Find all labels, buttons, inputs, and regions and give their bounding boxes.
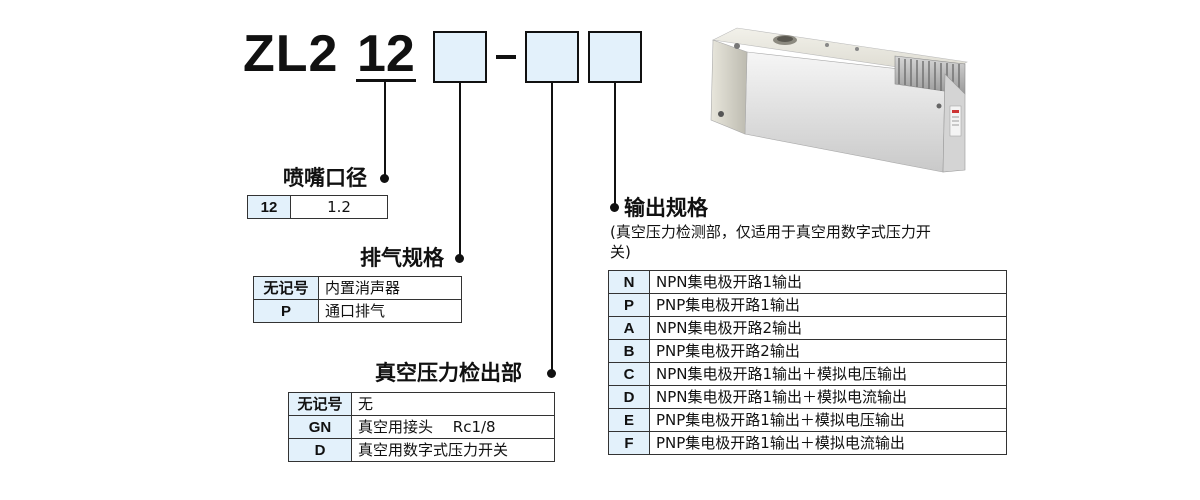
table-row: D NPN集电极开路1输出＋模拟电流输出 (608, 385, 1007, 409)
table-row: P PNP集电极开路1输出 (608, 293, 1007, 317)
option-value: NPN集电极开路1输出＋模拟电压输出 (649, 362, 1007, 386)
product-photo (707, 22, 972, 182)
output-leader (614, 83, 616, 207)
option-code: 无记号 (253, 276, 319, 300)
option-value: PNP集电极开路1输出＋模拟电流输出 (649, 431, 1007, 455)
table-row: E PNP集电极开路1输出＋模拟电压输出 (608, 408, 1007, 432)
option-code: C (608, 362, 650, 386)
table-row: 无记号 无 (288, 392, 555, 416)
nozzle-title: 喷嘴口径 (283, 166, 367, 190)
vacuum-table: 无记号 无 GN 真空用接头 Rc1/8 D 真空用数字式压力开关 (288, 392, 555, 462)
output-note: (真空压力检测部，仅适用于真空用数字式压力开 关) (610, 222, 931, 262)
option-code: D (608, 385, 650, 409)
model-size-code: 12 (357, 25, 415, 83)
model-prefix: ZL2 (243, 25, 339, 83)
output-title: 输出规格 (624, 196, 708, 220)
option-value: NPN集电极开路1输出＋模拟电流输出 (649, 385, 1007, 409)
table-row: A NPN集电极开路2输出 (608, 316, 1007, 340)
vacuum-code-box (525, 31, 579, 83)
vacuum-title: 真空压力检出部 (375, 361, 522, 385)
option-code: D (288, 438, 352, 462)
table-row: F PNP集电极开路1输出＋模拟电流输出 (608, 431, 1007, 455)
table-row: C NPN集电极开路1输出＋模拟电压输出 (608, 362, 1007, 386)
vacuum-leader (551, 83, 553, 373)
option-value: 1.2 (290, 195, 388, 219)
option-value: PNP集电极开路1输出 (649, 293, 1007, 317)
option-value: 内置消声器 (318, 276, 462, 300)
table-row: N NPN集电极开路1输出 (608, 270, 1007, 294)
table-row: B PNP集电极开路2输出 (608, 339, 1007, 363)
option-value: 真空用接头 Rc1/8 (351, 415, 555, 439)
option-value: PNP集电极开路1输出＋模拟电压输出 (649, 408, 1007, 432)
option-value: 无 (351, 392, 555, 416)
option-code: 无记号 (288, 392, 352, 416)
option-code: GN (288, 415, 352, 439)
exhaust-leader (459, 83, 461, 257)
table-row: 12 1.2 (247, 195, 388, 219)
table-row: P 通口排气 (253, 299, 462, 323)
nozzle-table: 12 1.2 (247, 195, 388, 219)
option-code: N (608, 270, 650, 294)
option-code: P (253, 299, 319, 323)
vacuum-dot (547, 369, 556, 378)
option-value: 真空用数字式压力开关 (351, 438, 555, 462)
option-code: A (608, 316, 650, 340)
hyphen (496, 55, 516, 59)
output-code-box (588, 31, 642, 83)
option-value: NPN集电极开路1输出 (649, 270, 1007, 294)
option-value: NPN集电极开路2输出 (649, 316, 1007, 340)
table-row: D 真空用数字式压力开关 (288, 438, 555, 462)
option-code: B (608, 339, 650, 363)
table-row: 无记号 内置消声器 (253, 276, 462, 300)
option-code: P (608, 293, 650, 317)
nozzle-leader (384, 82, 386, 178)
exhaust-code-box (433, 31, 487, 83)
output-note-line2: 关) (610, 243, 631, 261)
exhaust-table: 无记号 内置消声器 P 通口排气 (253, 276, 462, 323)
option-code: E (608, 408, 650, 432)
table-row: GN 真空用接头 Rc1/8 (288, 415, 555, 439)
option-value: 通口排气 (318, 299, 462, 323)
output-note-line1: (真空压力检测部，仅适用于真空用数字式压力开 (610, 223, 931, 241)
option-value: PNP集电极开路2输出 (649, 339, 1007, 363)
output-dot (610, 203, 619, 212)
nozzle-dot (380, 174, 389, 183)
option-code: 12 (247, 195, 291, 219)
size-underline (356, 79, 416, 82)
option-code: F (608, 431, 650, 455)
exhaust-title: 排气规格 (360, 246, 444, 270)
output-table: N NPN集电极开路1输出 P PNP集电极开路1输出 A NPN集电极开路2输… (608, 270, 1007, 455)
exhaust-dot (455, 254, 464, 263)
